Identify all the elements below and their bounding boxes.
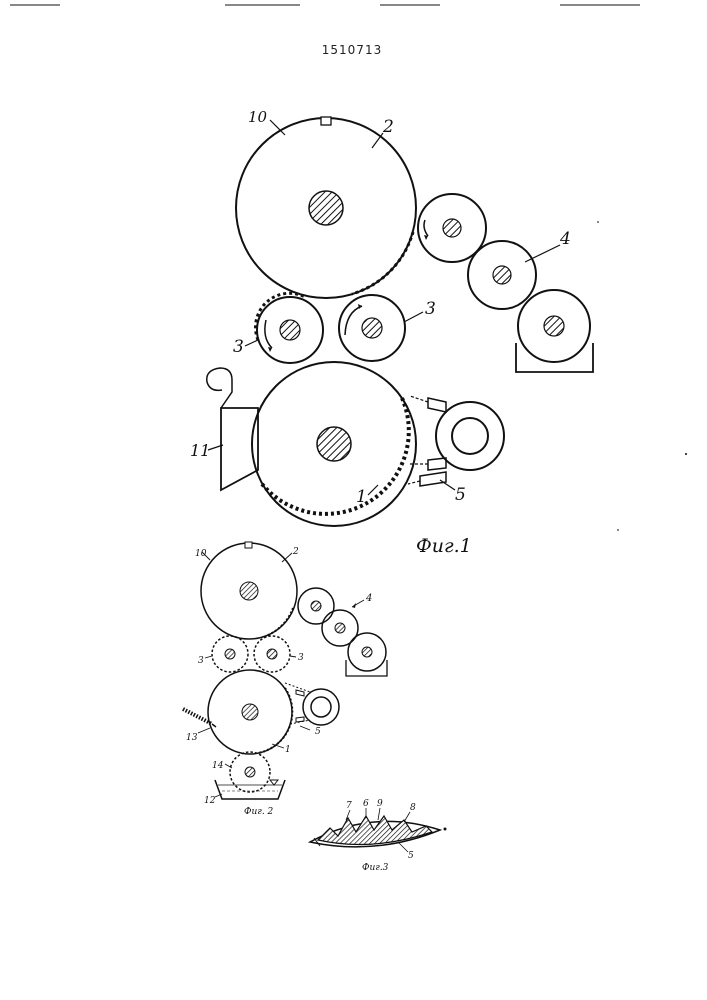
fig2-caption: Фиг. 2 (244, 807, 274, 817)
fig2-label-13: 13 (186, 733, 198, 743)
fig2-applicator-5 (285, 683, 339, 725)
cylinder-2 (236, 117, 416, 298)
fig3-label-9: 9 (377, 799, 383, 809)
fig1-label-5: 5 (455, 485, 466, 505)
fig1-label-2: 2 (382, 117, 394, 137)
fig1-label-3-right: 3 (425, 299, 436, 319)
fig2-blade-13 (183, 709, 216, 727)
fig3-label-6: 6 (363, 799, 369, 809)
applicator-5 (408, 396, 504, 486)
drum-1 (252, 362, 416, 526)
figure-3: 7 6 9 8 5 Фиг.3 (310, 799, 447, 873)
fig1-label-3-left: 3 (233, 337, 244, 357)
fig2-cylinder-2 (201, 542, 297, 639)
fig3-caption: Фиг.3 (362, 863, 389, 873)
scan-specks (597, 221, 687, 531)
fig3-label-7: 7 (346, 801, 352, 811)
fig2-drum-1 (208, 670, 292, 754)
fig1-caption: Фиг.1 (416, 535, 472, 557)
fig2-label-4: 4 (365, 593, 372, 604)
fig3-label-8: 8 (410, 803, 416, 813)
fig2-label-3-right: 3 (298, 653, 304, 663)
roller-group-4 (418, 194, 593, 372)
fig2-label-3-left: 3 (198, 656, 204, 666)
fig1-label-11: 11 (190, 441, 210, 460)
fig2-label-2: 2 (292, 547, 299, 557)
fig1-leaders (208, 120, 560, 495)
fig2-label-10: 10 (195, 549, 207, 559)
fig2-label-12: 12 (204, 796, 216, 806)
fig2-roller-14-bath-12 (215, 752, 285, 799)
fig2-label-1: 1 (285, 745, 291, 755)
figure-2: 10 2 4 3 3 13 1 5 14 12 Фиг. 2 (183, 542, 387, 817)
fig2-rollers-3 (212, 636, 290, 672)
fig2-roller-group-4 (298, 588, 387, 676)
rollers-3 (256, 293, 405, 363)
fig2-label-5: 5 (315, 727, 321, 737)
fig1-label-1: 1 (356, 487, 367, 507)
fig1-label-4: 4 (559, 229, 571, 249)
fig3-cross-section (310, 816, 447, 847)
figure-1: 10 2 4 3 3 11 1 5 Фиг.1 (190, 108, 593, 557)
fig3-label-5: 5 (408, 851, 414, 861)
fig2-label-14: 14 (212, 761, 224, 771)
patent-number: 1510713 (322, 43, 382, 57)
fig1-label-10: 10 (248, 108, 268, 126)
hopper-11 (207, 368, 258, 490)
